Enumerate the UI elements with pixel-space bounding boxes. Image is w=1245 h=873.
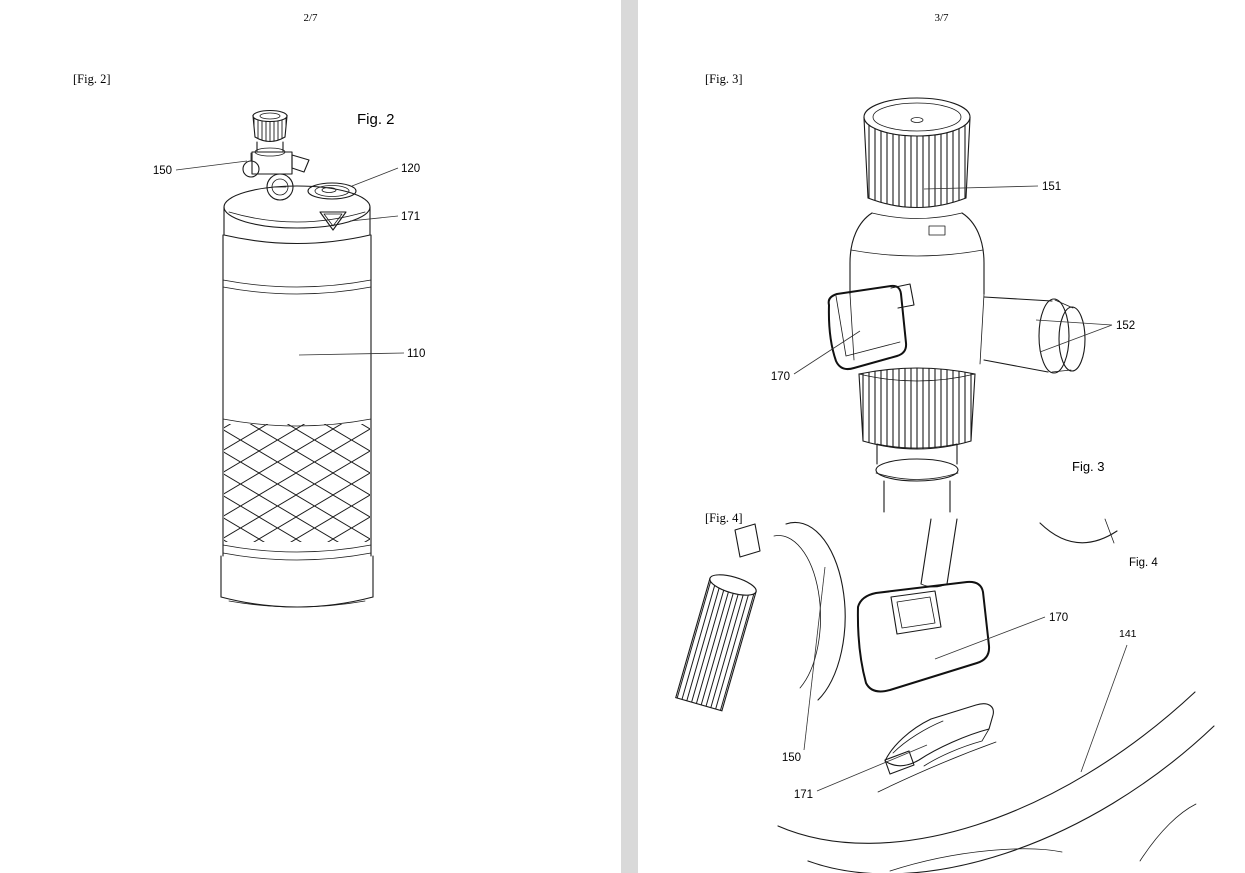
page-gutter <box>621 0 638 873</box>
fig4-ref-170-label: 170 <box>1049 612 1068 624</box>
fig3-ref-170-label: 170 <box>771 371 790 383</box>
fig2-figure: Fig. 2 150 120 171 110 <box>153 109 425 608</box>
fig3-ref-151-label: 151 <box>1042 181 1061 193</box>
fig4-ref-171-label: 171 <box>794 789 813 801</box>
fig2-ref-110-label: 110 <box>407 348 425 360</box>
fig4-ref-150-label: 150 <box>782 752 801 764</box>
fig2-illustration-bottle <box>220 109 374 608</box>
page-number-right: 3/7 <box>934 12 949 24</box>
fig2-ref-120-label: 120 <box>401 163 420 175</box>
fig4-ref-141-label: 141 <box>1119 628 1137 640</box>
fig3-bracket-label: [Fig. 3] <box>705 72 743 86</box>
fig2-ref-171-label: 171 <box>401 211 420 223</box>
fig3-illustration-regulator <box>827 97 1086 513</box>
fig3-caption: Fig. 3 <box>1072 459 1105 474</box>
fig2-caption: Fig. 2 <box>357 111 395 128</box>
fig4-illustration-detail <box>675 518 1215 873</box>
fig4-bracket-label: [Fig. 4] <box>705 511 743 525</box>
fig4-leader-lines <box>803 566 1128 792</box>
fig3-leader-lines <box>793 185 1113 375</box>
page-number-left: 2/7 <box>303 12 318 24</box>
fig3-ref-152-label: 152 <box>1116 320 1135 332</box>
fig3-fig4-figures: Fig. 3 151 152 170 <box>675 97 1215 873</box>
fig2-leader-lines <box>175 160 405 356</box>
page-3of7: 3/7 [Fig. 3] [Fig. 4] <box>638 0 1245 873</box>
fig2-ref-150-label: 150 <box>153 165 172 177</box>
fig2-bracket-label: [Fig. 2] <box>73 72 111 86</box>
page-2of7: 2/7 [Fig. 2] <box>0 0 621 873</box>
fig4-caption: Fig. 4 <box>1129 557 1158 569</box>
